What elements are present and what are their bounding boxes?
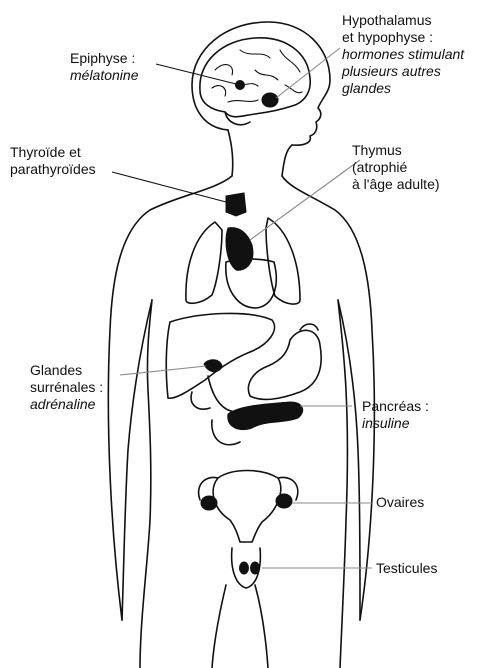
abdomen-organs (166, 313, 321, 444)
label-pancreas-title: Pancréas : (362, 398, 429, 415)
label-ovaires: Ovaires (376, 494, 424, 511)
uterus (213, 471, 281, 543)
label-thymus-title: Thymus (352, 142, 440, 159)
label-ovaires-title: Ovaires (376, 494, 424, 511)
thyroid-gland (226, 193, 246, 216)
label-surrenales-hormone: adrénaline (30, 396, 103, 413)
ovary-right (276, 494, 292, 508)
label-testicules: Testicules (376, 560, 437, 577)
label-thymus-note1: (atrophié (352, 159, 440, 176)
label-pancreas: Pancréas : insuline (362, 398, 429, 432)
label-pancreas-hormone: insuline (362, 415, 429, 432)
stomach (248, 330, 321, 399)
label-thymus-note2: à l'âge adulte) (352, 176, 440, 193)
brain (200, 38, 310, 125)
pineal-gland (236, 81, 245, 90)
testicle-left (240, 562, 249, 574)
pituitary-gland (262, 93, 278, 107)
label-surrenales: Glandes surrénales : adrénaline (30, 362, 103, 413)
label-hypothalamus-desc1: hormones stimulant (342, 46, 464, 63)
ovary-left (201, 496, 217, 510)
label-epiphyse: Epiphyse : mélatonine (70, 50, 139, 84)
thymus-gland (226, 228, 253, 271)
label-thyroide-line2: parathyroïdes (10, 161, 96, 178)
reproductive-organs (199, 471, 298, 589)
label-thymus: Thymus (atrophié à l'âge adulte) (352, 142, 440, 193)
label-thyroide: Thyroïde et parathyroïdes (10, 144, 96, 178)
label-surrenales-line2: surrénales : (30, 379, 103, 396)
label-hypothalamus-desc3: glandes (342, 80, 464, 97)
label-hypothalamus-title: Hypothalamus (342, 12, 464, 29)
label-thyroide-line1: Thyroïde et (10, 144, 96, 161)
label-hypothalamus-title2: et hypophyse : (342, 29, 464, 46)
liver (166, 313, 274, 398)
chest-organs (186, 193, 300, 308)
label-hypothalamus-desc2: plusieurs autres (342, 63, 464, 80)
leader-epiphyse (156, 64, 236, 84)
pancreas (228, 402, 303, 429)
label-testicules-title: Testicules (376, 560, 437, 577)
adrenal-gland (204, 360, 222, 372)
label-hypothalamus: Hypothalamus et hypophyse : hormones sti… (342, 12, 464, 97)
leader-thymus (250, 160, 360, 240)
testicle-right (251, 562, 260, 574)
label-surrenales-line1: Glandes (30, 362, 103, 379)
label-epiphyse-title: Epiphyse : (70, 50, 139, 67)
label-epiphyse-hormone: mélatonine (70, 67, 139, 84)
leader-surrenales (120, 366, 206, 375)
leader-thyroide (112, 172, 226, 202)
